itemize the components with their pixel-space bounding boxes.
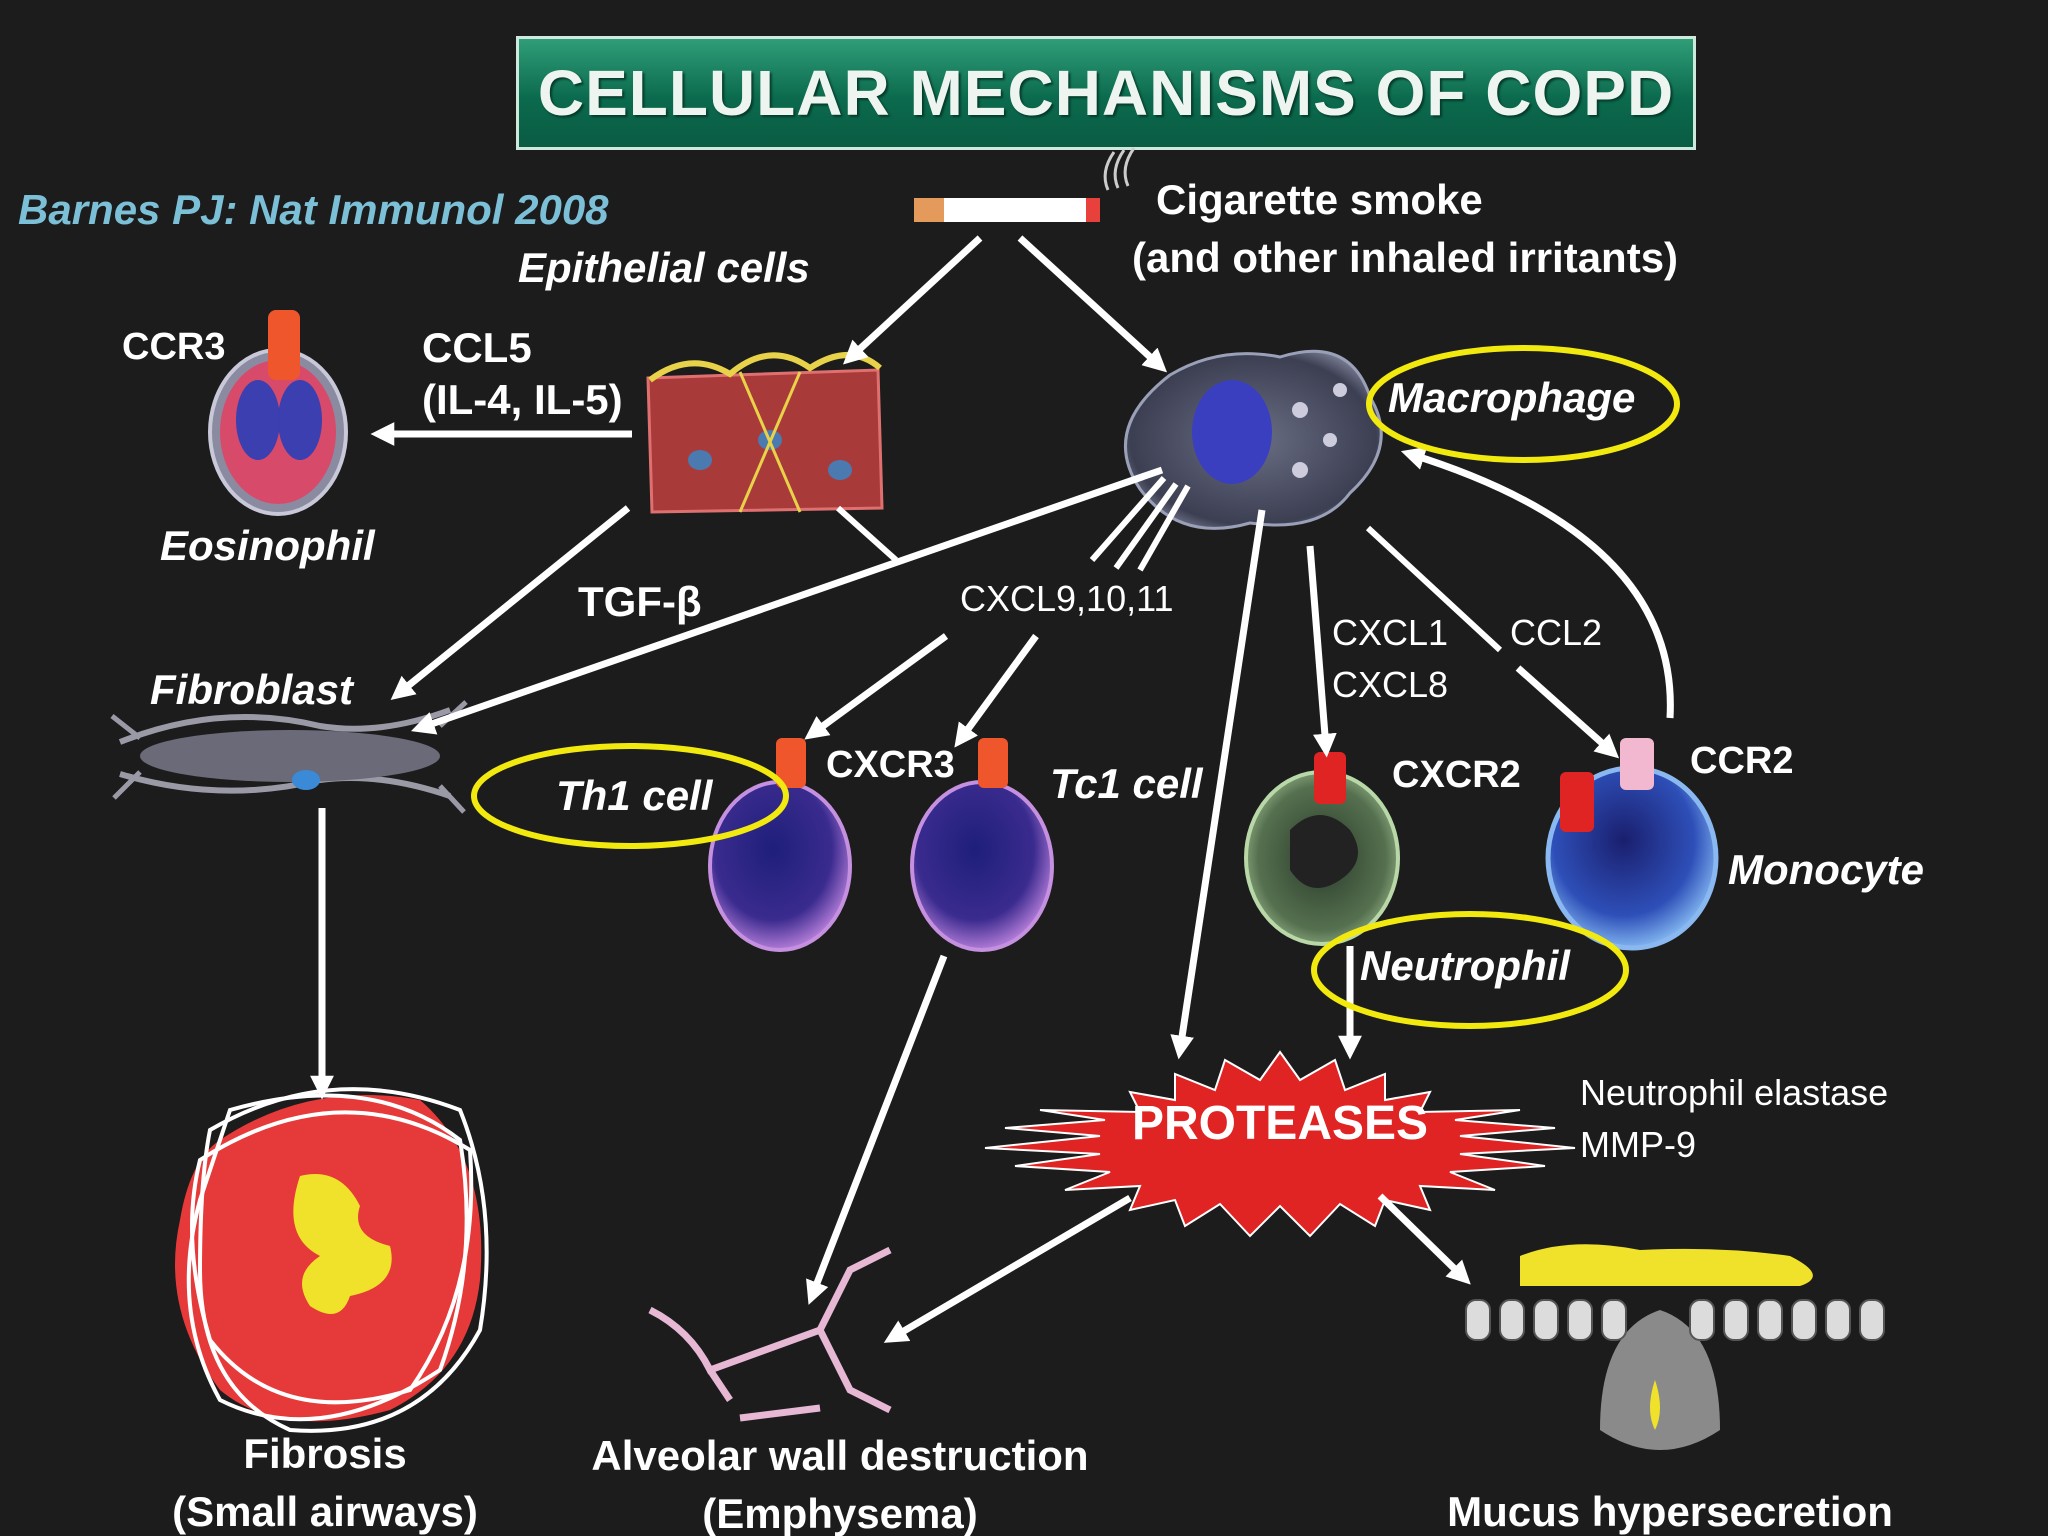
proteases-label: PROTEASES (1131, 1097, 1429, 1150)
cxcl1-label: CXCL1 (1332, 612, 1449, 653)
arrow-proteases-alveolar (883, 1194, 1132, 1343)
tgf-beta-label: TGF-β (578, 578, 702, 625)
epithelial-cells-icon (646, 352, 884, 514)
cxcl9-label: CXCL9,10,11 (960, 578, 1174, 619)
arrow-epithelial-fibroblast (390, 505, 631, 700)
connector-lines (835, 476, 1503, 653)
macrophage-cell-icon (1124, 349, 1383, 530)
highlight-rings (471, 345, 1680, 1029)
epithelial-cells-label: Epithelial cells (518, 244, 810, 291)
ccr2-label: CCR2 (1690, 740, 1794, 782)
neutrophil-label: Neutrophil (1360, 942, 1570, 989)
fibrosis-icon (175, 1087, 489, 1433)
cxcr2-label: CXCR2 (1392, 754, 1521, 796)
eosinophil-cell-icon (208, 310, 348, 516)
tc1-cell-icon (910, 738, 1054, 952)
arrow-tc1-alveolar (806, 954, 948, 1305)
ccl5-sublabel: (IL-4, IL-5) (422, 376, 623, 423)
ccr3-label: CCR3 (122, 326, 226, 368)
neutrophil-elastase-label: Neutrophil elastase (1580, 1072, 1889, 1113)
arrow-cxcl-tc1 (954, 633, 1039, 748)
neutrophil-cell-icon (1244, 752, 1400, 946)
proteases-burst (984, 1050, 1576, 1238)
alveolar-sublabel: (Emphysema) (702, 1490, 978, 1536)
fibrosis-sublabel: (Small airways) (172, 1488, 478, 1535)
monocyte-cell-icon (1545, 738, 1719, 951)
arrow-ccl2-monocyte (1515, 665, 1620, 759)
alveolar-label: Alveolar wall destruction (591, 1432, 1089, 1479)
mucus-gland-icon (1465, 1244, 1885, 1450)
cigarette-smoke-label: Cigarette smoke (1156, 176, 1483, 223)
cxcl8-label: CXCL8 (1332, 664, 1449, 705)
cigarette-smoke-sublabel: (and other inhaled irritants) (1132, 234, 1679, 281)
eosinophil-label: Eosinophil (160, 522, 375, 569)
arrow-macrophage-neutrophil (1306, 545, 1337, 758)
macrophage-label: Macrophage (1388, 374, 1636, 421)
arrow-smoke-epithelial (843, 235, 983, 365)
ccl5-label: CCL5 (422, 324, 532, 371)
arrow-cxcl-th1 (804, 633, 949, 740)
title: CELLULAR MECHANISMS OF COPD (537, 57, 1675, 129)
citation: Barnes PJ: Nat Immunol 2008 (18, 186, 609, 233)
ccl2-label: CCL2 (1510, 612, 1603, 653)
arrow-proteases-mucus (1377, 1193, 1471, 1285)
arrow-monocyte-macrophage (1400, 446, 1674, 719)
fibroblast-label: Fibroblast (150, 666, 354, 713)
highlight-neutrophil (1311, 911, 1629, 1029)
fibrosis-label: Fibrosis (243, 1430, 407, 1477)
arrow-macrophage-proteases (1170, 509, 1266, 1060)
arrows (310, 235, 1674, 1343)
mucus-label: Mucus hypersecretion (1447, 1488, 1893, 1535)
mmp9-label: MMP-9 (1580, 1124, 1696, 1165)
alveolar-wall-icon (648, 1246, 892, 1422)
highlight-th1 (471, 743, 789, 849)
cxcr3-label: CXCR3 (826, 744, 955, 786)
th1-cell-icon (708, 738, 852, 952)
cigarette-icon (914, 147, 1136, 222)
arrow-smoke-macrophage (1017, 235, 1168, 373)
monocyte-label: Monocyte (1728, 846, 1925, 893)
tc1-cell-label: Tc1 cell (1050, 760, 1203, 807)
title-banner: CELLULAR MECHANISMS OF COPD (516, 36, 1696, 150)
fibroblast-cell-icon (110, 700, 468, 814)
th1-cell-label: Th1 cell (556, 772, 713, 819)
highlight-macrophage (1366, 345, 1680, 463)
arrow-macrophage-fibroblast (411, 466, 1164, 735)
